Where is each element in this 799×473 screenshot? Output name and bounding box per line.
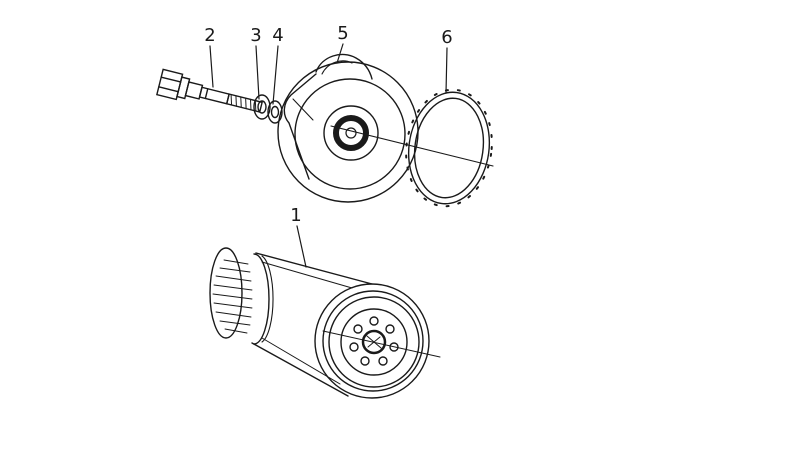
housing-spout-line [292, 98, 314, 121]
filter-face-hole [349, 342, 359, 352]
housing-outer-rim [277, 61, 419, 203]
seal-inner [270, 105, 280, 119]
filter-body-top-contour [261, 261, 353, 289]
line-art-root [156, 43, 494, 399]
filter-face-hole [369, 316, 379, 326]
bolt-hex-facet [158, 86, 179, 93]
washer-outer [253, 94, 271, 120]
housing-inner-rim [294, 78, 406, 190]
filter-face-ring-2 [328, 296, 420, 388]
bolt-drawing [156, 68, 263, 113]
filter-face-hole [378, 356, 388, 366]
filter-face-ring-1 [322, 290, 424, 392]
filter-face-hole [353, 324, 363, 334]
bolt-shaft [198, 86, 230, 105]
filter-cap-seam [261, 255, 274, 343]
filter-body-top-edge [255, 252, 373, 285]
callout-1-label: 1 [290, 205, 301, 226]
housing-top-tab-inner [321, 60, 353, 75]
housing-bore-ring [323, 105, 379, 161]
callout-leaders [209, 43, 448, 268]
filter-face-plate [340, 308, 408, 376]
callout-4-label: 4 [272, 25, 283, 46]
housing-center-hole [345, 127, 357, 139]
callout-1-leader [296, 225, 307, 268]
filter-cap-edge [253, 253, 270, 345]
filter-cap-knurl-hatch [212, 259, 253, 334]
callout-6-label: 6 [441, 27, 452, 48]
gasket-inner [413, 97, 485, 199]
filter-face-hole [389, 342, 399, 352]
bolt-hex-head [156, 68, 184, 101]
callout-4-leader [272, 45, 279, 105]
washer-inner [257, 100, 267, 114]
filter-axis-line [322, 330, 441, 358]
callout-2-label: 2 [204, 25, 215, 46]
callout-3-leader [255, 45, 260, 100]
bolt-hex-facet [160, 76, 182, 83]
callout-6-leader [445, 47, 448, 94]
bolt-thread-hatch [230, 94, 257, 112]
seal-drawing [267, 100, 283, 124]
housing-center-boss [333, 115, 369, 151]
washer-drawing [253, 94, 271, 120]
filter-cap-end [209, 247, 243, 339]
housing-axis-line [330, 125, 494, 167]
bolt-shaft-line [204, 88, 209, 100]
callout-5-leader [336, 43, 344, 64]
housing-inlet-spout [283, 73, 317, 180]
callout-3-label: 3 [250, 25, 261, 46]
filter-face-hole [360, 356, 370, 366]
oil-filter-drawing [209, 247, 441, 399]
seal-outer [267, 100, 283, 124]
gasket-nubs [405, 88, 493, 208]
callout-5-label: 5 [337, 23, 348, 44]
callout-labels: 1 2 3 4 5 6 [204, 23, 452, 226]
filter-center-thread-hole [361, 329, 387, 355]
gasket-drawing [405, 88, 493, 208]
housing-drawing [277, 53, 419, 203]
housing-top-tab [315, 53, 373, 80]
filter-body-bottom-edge [251, 342, 349, 397]
gasket-outer [407, 91, 491, 205]
callout-2-leader [209, 45, 214, 88]
filter-face-hole [385, 324, 395, 334]
filter-face-rim [314, 283, 430, 399]
